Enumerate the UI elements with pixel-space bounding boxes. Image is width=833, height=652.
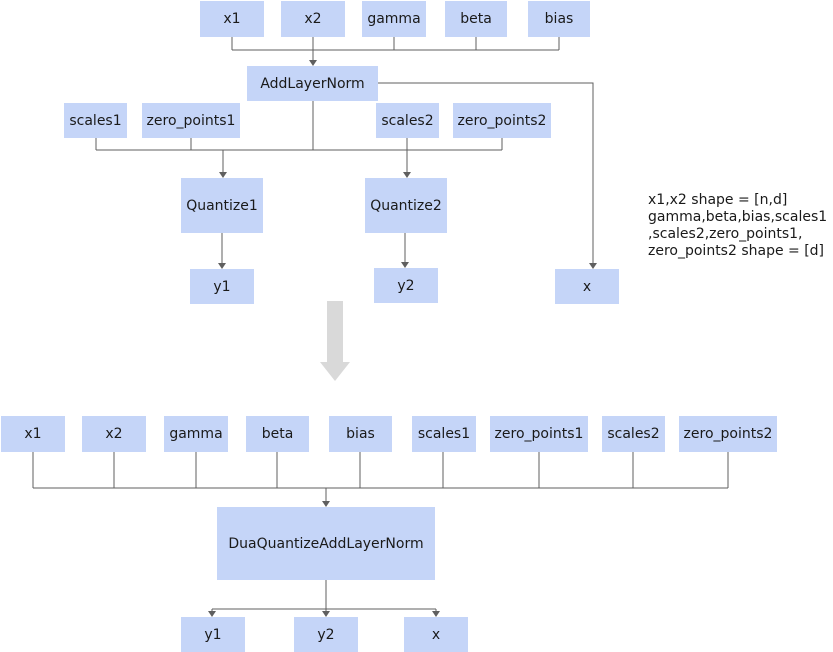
node-zero-points1: zero_points1 bbox=[142, 103, 240, 138]
quantize-output-wires bbox=[218, 233, 409, 269]
node-zero-points2: zero_points2 bbox=[453, 103, 551, 138]
node-y2-top: y2 bbox=[374, 268, 438, 303]
note-line: x1,x2 shape = [n,d] bbox=[648, 192, 788, 208]
node-gamma: gamma bbox=[362, 1, 426, 37]
note-line: zero_points2 shape = [d] bbox=[648, 243, 825, 259]
node-dua-quantize-add-layer-norm: DuaQuantizeAddLayerNorm bbox=[217, 507, 435, 580]
node-beta-bottom: beta bbox=[246, 416, 309, 452]
node-zero-points1-bottom: zero_points1 bbox=[490, 416, 588, 452]
node-x1-bottom: x1 bbox=[1, 416, 65, 452]
node-quantize2: Quantize2 bbox=[365, 178, 447, 233]
node-scales2: scales2 bbox=[376, 103, 439, 138]
node-scales1-bottom: scales1 bbox=[412, 416, 476, 452]
node-y2-bottom: y2 bbox=[294, 617, 358, 652]
node-y1-top: y1 bbox=[190, 269, 254, 304]
node-bias: bias bbox=[528, 1, 590, 37]
addlayernorm-to-x-wire bbox=[378, 82, 597, 269]
node-x2-bottom: x2 bbox=[82, 416, 146, 452]
top-input-bus bbox=[231, 36, 560, 66]
node-gamma-bottom: gamma bbox=[164, 416, 228, 452]
node-y1-bottom: y1 bbox=[181, 617, 245, 652]
node-x2: x2 bbox=[281, 1, 345, 37]
transform-arrow bbox=[320, 301, 350, 381]
node-x1: x1 bbox=[200, 1, 264, 37]
bottom-output-bus bbox=[208, 580, 440, 617]
node-beta: beta bbox=[445, 1, 507, 37]
quantize-input-bus bbox=[95, 101, 503, 178]
note-line: ,scales2,zero_points1, bbox=[648, 226, 803, 242]
node-zero-points2-bottom: zero_points2 bbox=[679, 416, 777, 452]
node-addlayernorm: AddLayerNorm bbox=[247, 66, 378, 101]
node-scales2-bottom: scales2 bbox=[602, 416, 665, 452]
bottom-input-bus bbox=[32, 452, 729, 507]
shape-note: x1,x2 shape = [n,d]gamma,beta,bias,scale… bbox=[648, 192, 827, 260]
node-bias-bottom: bias bbox=[329, 416, 392, 452]
node-scales1: scales1 bbox=[64, 103, 127, 138]
node-x-top: x bbox=[555, 269, 619, 304]
node-x-bottom: x bbox=[404, 617, 468, 652]
node-quantize1: Quantize1 bbox=[181, 178, 263, 233]
note-line: gamma,beta,bias,scales1 bbox=[648, 209, 828, 225]
